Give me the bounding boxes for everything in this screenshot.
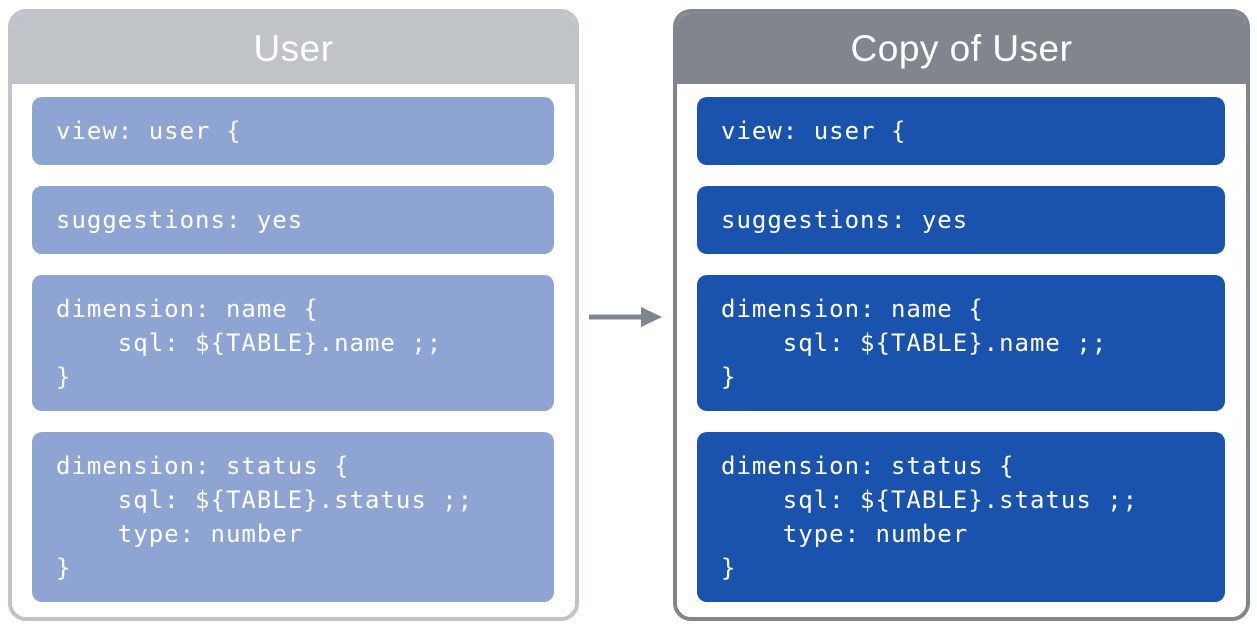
copy-of-user-panel-title: Copy of User — [850, 27, 1073, 69]
copy-of-user-panel-header: Copy of User — [677, 13, 1246, 84]
code-block-dimension-status-copy: dimension: status { sql: ${TABLE}.status… — [697, 432, 1225, 602]
code-block-view: view: user { — [32, 97, 554, 165]
code-block-view-copy: view: user { — [697, 97, 1225, 165]
copy-of-user-panel: Copy of User view: user { suggestions: y… — [673, 9, 1250, 621]
user-panel-title: User — [253, 27, 334, 69]
copy-arrow-container — [579, 9, 673, 328]
code-block-dimension-status: dimension: status { sql: ${TABLE}.status… — [32, 432, 554, 602]
code-block-suggestions: suggestions: yes — [32, 186, 554, 254]
user-panel: User view: user { suggestions: yes dimen… — [8, 9, 579, 621]
code-block-dimension-name-copy: dimension: name { sql: ${TABLE}.name ;; … — [697, 275, 1225, 411]
user-panel-body: view: user { suggestions: yes dimension:… — [12, 84, 575, 617]
code-block-dimension-name: dimension: name { sql: ${TABLE}.name ;; … — [32, 275, 554, 411]
copy-of-user-panel-body: view: user { suggestions: yes dimension:… — [677, 84, 1246, 617]
code-block-suggestions-copy: suggestions: yes — [697, 186, 1225, 254]
user-panel-header: User — [12, 13, 575, 84]
right-arrow-icon — [589, 307, 662, 327]
